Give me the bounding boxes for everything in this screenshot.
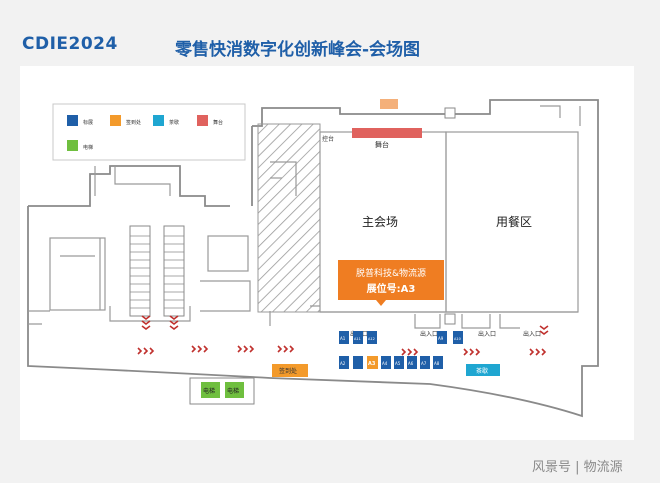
booth-a2[interactable]: [339, 356, 349, 369]
outer-walls: [27, 99, 599, 418]
legend-swatch-booth: [67, 115, 78, 126]
legend-label-stage: 舞台: [213, 119, 223, 126]
booth-label-a8: A8: [434, 361, 440, 366]
booth-a3[interactable]: [367, 356, 378, 369]
hatched-zone: [257, 123, 321, 313]
arrow-down-3: [539, 325, 549, 335]
direction-arrows: [137, 315, 549, 356]
booth-a1[interactable]: [339, 331, 349, 344]
main-hall-label: 主会场: [362, 215, 398, 229]
booth-a10[interactable]: [453, 331, 463, 344]
callout-box: [338, 260, 444, 300]
stage-label: 舞台: [375, 140, 389, 149]
booth-label-a10: A10: [454, 337, 461, 341]
legend-swatch-tea: [153, 115, 164, 126]
booth-a8[interactable]: [433, 356, 443, 369]
booth-label-a4: A4: [382, 361, 388, 366]
booth-label-a3: A3: [368, 361, 376, 367]
legend-label-tea: 茶歇: [169, 119, 179, 126]
signin-desk: [272, 364, 308, 377]
exhibitor-callout: 脱普科技&物流源 展位号:A3: [338, 260, 444, 306]
booth-a9[interactable]: [437, 331, 447, 344]
booth-a6[interactable]: [407, 356, 417, 369]
elevator-2: [225, 382, 244, 398]
legend-box: [52, 103, 246, 161]
legend: 标展 签到处 茶歇 舞台 电梯: [52, 103, 246, 161]
booth-label-a5: A5: [395, 361, 401, 366]
arrow-right-2: [191, 345, 209, 353]
elevator-1-label: 电梯: [203, 387, 215, 395]
exit-label-2: 出入口: [420, 330, 438, 338]
arrow-right-7: [529, 348, 547, 356]
legend-label-signin: 签到处: [126, 119, 141, 126]
arrow-down-2: [169, 315, 179, 330]
booth-label-a7: A7: [421, 361, 427, 366]
escalator-left: [129, 225, 151, 317]
callout-pointer: [376, 300, 386, 306]
arrow-right-5: [401, 348, 419, 356]
booth-label-a9: A9: [438, 336, 444, 341]
stage: [352, 128, 422, 138]
pillars: [444, 107, 456, 325]
legend-label-elevator: 电梯: [83, 144, 93, 151]
arrow-right-1: [137, 347, 155, 355]
elevator-bay: [189, 377, 255, 405]
arrow-right-4: [277, 345, 295, 353]
callout-company: 脱普科技&物流源: [356, 267, 426, 279]
stage-marker: [380, 99, 398, 109]
booth-a4[interactable]: [381, 356, 391, 369]
arrow-down-1: [141, 315, 151, 330]
floor-plan-card: 标展 签到处 茶歇 舞台 电梯 舞台 控台 主会场 用餐区: [20, 66, 634, 440]
booth-label-a6: A6: [408, 361, 414, 366]
control-desk-label: 控台: [322, 135, 334, 143]
booth-a3-left[interactable]: [353, 356, 363, 369]
elevator-2-label: 电梯: [227, 387, 239, 395]
legend-swatch-signin: [110, 115, 121, 126]
elevator-1: [201, 382, 220, 398]
booth-a12[interactable]: [367, 331, 377, 344]
exit-label-4: 出入口: [523, 330, 541, 338]
booth-a7[interactable]: [420, 356, 430, 369]
booth-label-a11: A11: [354, 337, 361, 341]
dining-area-label: 用餐区: [496, 214, 532, 229]
legend-swatch-elevator: [67, 140, 78, 151]
booth-label-a1: A1: [340, 336, 346, 341]
tea-break-label: 茶歇: [476, 367, 488, 375]
source-watermark: 风景号 | 物流源: [532, 460, 623, 475]
arrow-right-6: [463, 348, 481, 356]
arrow-right-3: [237, 345, 255, 353]
escalator-right: [163, 225, 185, 317]
legend-swatch-stage: [197, 115, 208, 126]
booths: A1 A2 A3 A4 A5 A6 A7 A8 A9 A10: [339, 331, 463, 369]
legend-label-booth: 标展: [83, 119, 93, 126]
floor-plan: 标展 签到处 茶歇 舞台 电梯 舞台 控台 主会场 用餐区: [27, 99, 599, 418]
page-title: 零售快消数字化创新峰会-会场图: [175, 40, 421, 60]
cdie-logo: CDIE2024: [22, 34, 118, 54]
inner-walls: [28, 105, 581, 329]
booth-label-a2: A2: [340, 361, 346, 366]
signin-label: 签到处: [279, 367, 297, 375]
tea-break: [466, 364, 500, 376]
booth-a5[interactable]: [394, 356, 404, 369]
booth-a11[interactable]: [353, 331, 363, 344]
booth-label-a12: A12: [368, 337, 375, 341]
exit-label-3: 出入口: [478, 330, 496, 338]
callout-booth-number: 展位号:A3: [367, 282, 416, 295]
